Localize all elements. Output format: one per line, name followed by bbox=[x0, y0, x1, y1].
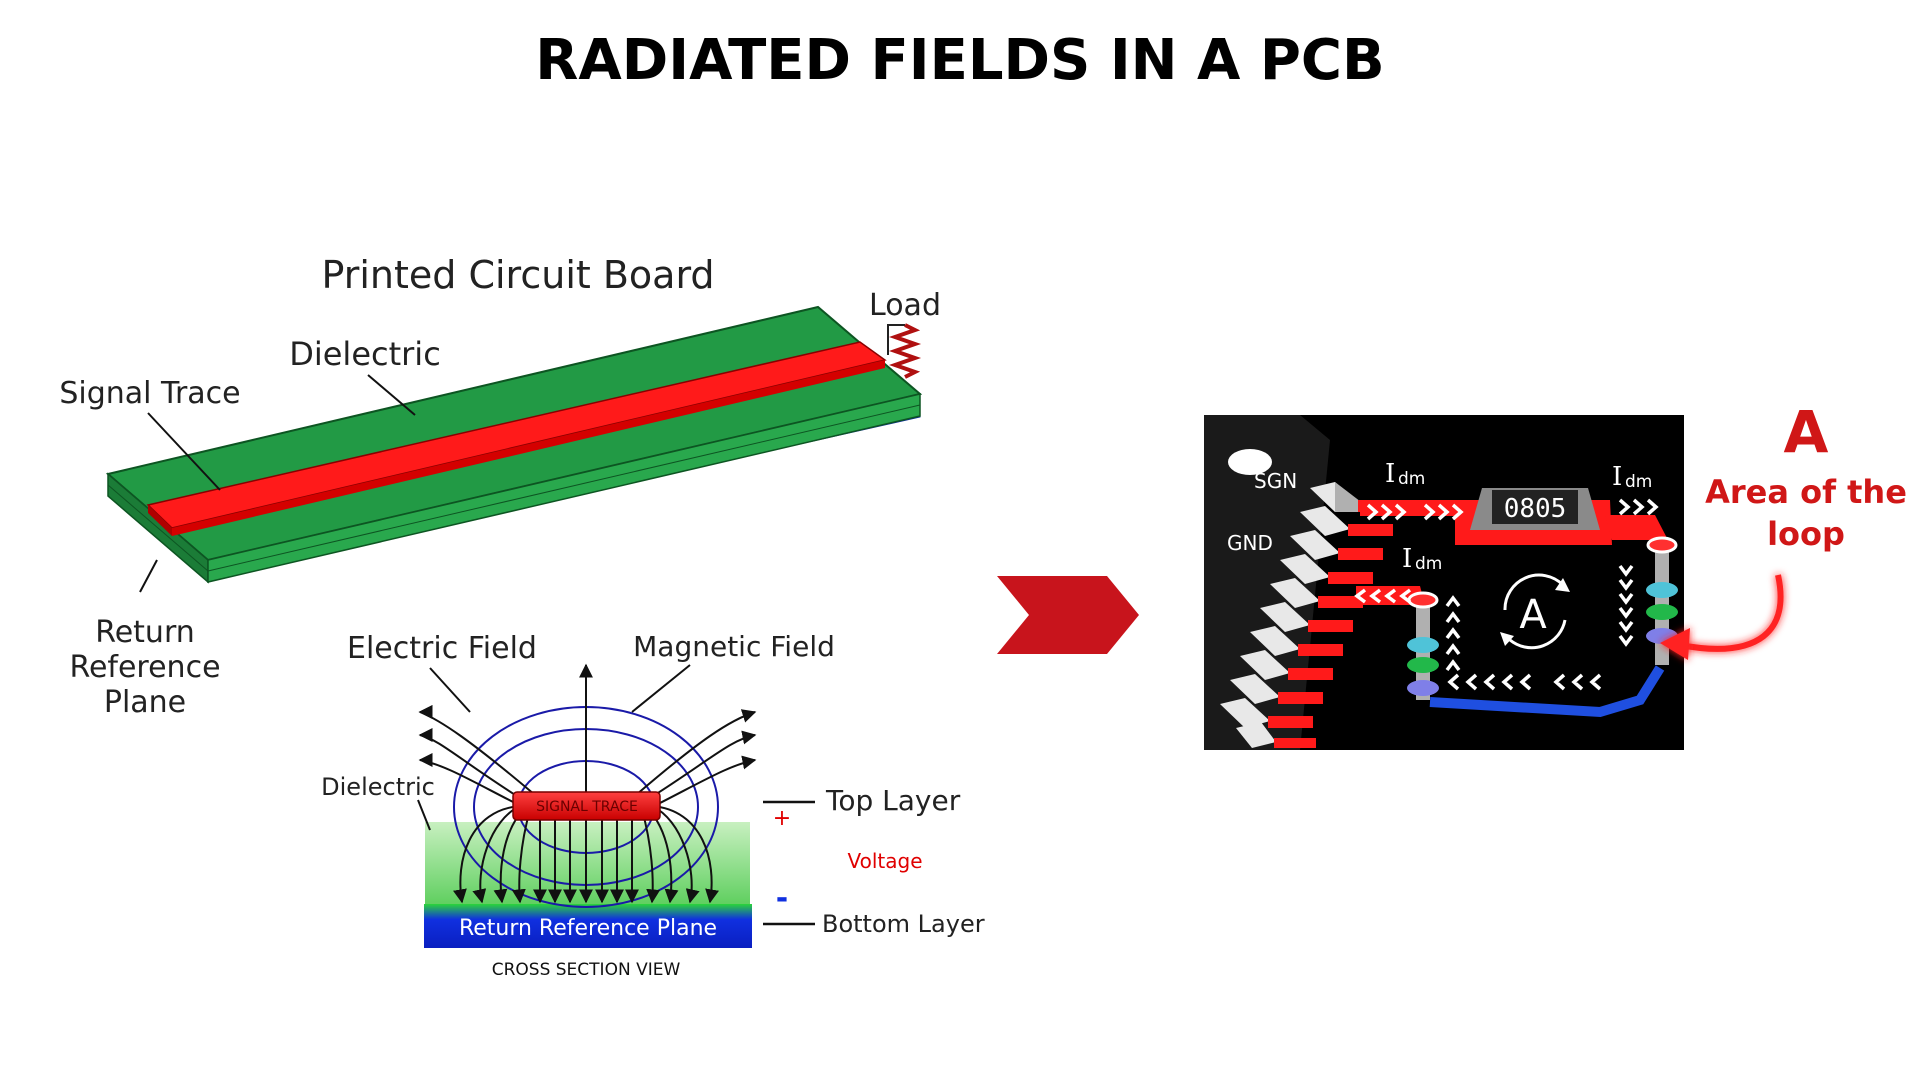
via-left bbox=[1407, 591, 1439, 700]
resistor-label: 0805 bbox=[1504, 494, 1567, 524]
current-sub-top-right: dm bbox=[1625, 472, 1652, 492]
area-symbol-letter: A bbox=[1519, 592, 1547, 638]
current-label-mid: I bbox=[1402, 544, 1412, 574]
chevron-icon bbox=[1069, 576, 1139, 654]
current-direction-chevrons bbox=[1354, 498, 1659, 691]
cross-section-diagram: Return Reference Plane bbox=[321, 630, 985, 980]
area-annotation: A Area of the loop bbox=[1660, 398, 1907, 660]
current-sub-mid: dm bbox=[1415, 554, 1442, 574]
ic-body bbox=[1204, 415, 1330, 750]
loop-signal-trace-right bbox=[1605, 515, 1668, 540]
pcb-heading: Printed Circuit Board bbox=[321, 253, 714, 297]
plus-sign: + bbox=[773, 806, 791, 831]
load-resistor-coil bbox=[888, 323, 922, 379]
electric-field-label: Electric Field bbox=[347, 631, 537, 666]
pin-pads bbox=[1268, 500, 1403, 748]
magnetic-field-label: Magnetic Field bbox=[633, 630, 835, 663]
annotation-arrow bbox=[1679, 574, 1784, 652]
via-right bbox=[1646, 536, 1678, 665]
top-layer-label: Top Layer bbox=[825, 784, 961, 817]
load-label: Load bbox=[869, 288, 941, 323]
pcb-3d-diagram: Printed Circuit Board Load Dielectric Si… bbox=[59, 253, 941, 720]
current-loop-diagram: 0805 bbox=[1204, 415, 1684, 750]
dielectric-leader bbox=[367, 374, 416, 416]
transition-chevrons bbox=[997, 576, 1139, 654]
cross-return-plane-text: Return Reference Plane bbox=[459, 916, 717, 941]
page-title: RADIATED FIELDS IN A PCB bbox=[535, 28, 1385, 93]
annotation-line-2: loop bbox=[1767, 515, 1845, 553]
ic-pins bbox=[1220, 482, 1365, 748]
loop-area-symbol: A bbox=[1500, 573, 1570, 650]
cross-dielectric-label: Dielectric bbox=[321, 773, 435, 801]
load-wire bbox=[887, 324, 905, 355]
signal-trace-label: Signal Trace bbox=[59, 376, 240, 411]
current-sub-top-left: dm bbox=[1398, 469, 1425, 489]
voltage-label: Voltage bbox=[847, 849, 922, 873]
cross-signal-trace bbox=[512, 791, 661, 821]
return-plane-label-3: Plane bbox=[104, 685, 186, 720]
annotation-letter: A bbox=[1784, 398, 1829, 466]
cross-dielectric-layer bbox=[425, 822, 750, 905]
signal-trace-leader bbox=[147, 412, 221, 491]
annotation-line-1: Area of the bbox=[1705, 473, 1907, 511]
current-label-top-left: I bbox=[1385, 459, 1395, 489]
return-plane-label-1: Return bbox=[95, 615, 195, 650]
cross-signal-trace-text: SIGNAL TRACE bbox=[536, 799, 638, 815]
blue-return-trace bbox=[1429, 665, 1665, 718]
cross-return-plane bbox=[424, 904, 752, 948]
ic-pin1-dot bbox=[1228, 449, 1272, 475]
current-label-top-right: I bbox=[1612, 462, 1622, 492]
bottom-layer-label: Bottom Layer bbox=[822, 910, 985, 938]
gnd-label: GND bbox=[1227, 531, 1273, 555]
cross-section-caption: CROSS SECTION VIEW bbox=[492, 960, 681, 980]
sgn-label: SGN bbox=[1254, 469, 1297, 493]
annotation-arrow-head-icon bbox=[1660, 628, 1690, 660]
return-plane-leader bbox=[139, 559, 158, 593]
dielectric-label: Dielectric bbox=[289, 335, 441, 373]
current-labels: I dm I dm I dm SGN GND bbox=[1227, 459, 1652, 574]
return-plane-label-2: Reference bbox=[69, 650, 220, 685]
minus-sign: - bbox=[776, 881, 788, 916]
